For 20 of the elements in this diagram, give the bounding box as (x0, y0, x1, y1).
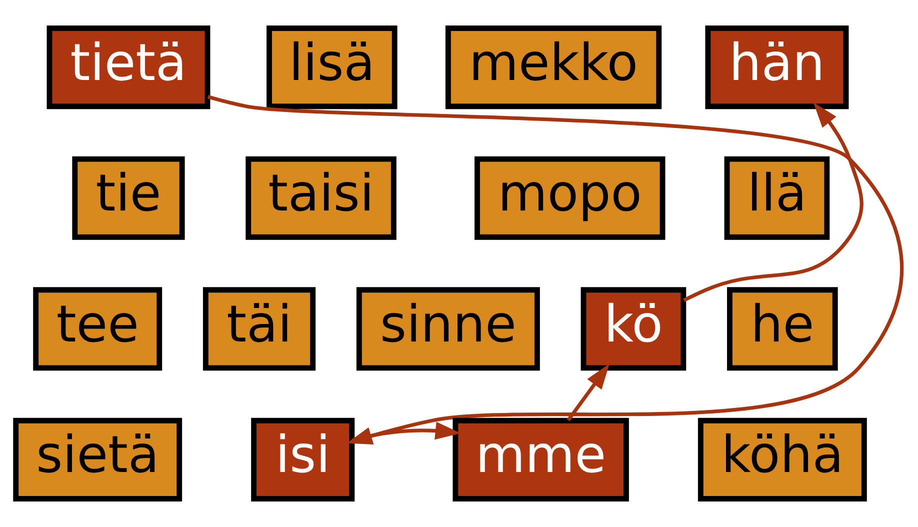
node-box: tee (33, 287, 162, 371)
node-box: mopo (474, 156, 666, 240)
node-box: tie (72, 156, 185, 240)
node-box: täi (202, 287, 316, 371)
node-box: hän (705, 26, 849, 110)
node-box: kö (580, 287, 686, 371)
arrow (352, 422, 461, 442)
node-box: llä (724, 156, 830, 240)
node-box: mekko (445, 26, 662, 110)
arrow (683, 102, 864, 302)
node-box: tietä (46, 26, 210, 110)
node-box: he (727, 287, 838, 371)
node-box: mme (452, 418, 629, 502)
node-box: sietä (13, 418, 182, 502)
node-box: köhä (698, 418, 867, 502)
node-box: taisi (246, 156, 396, 240)
node-box: sinne (356, 287, 540, 371)
node-box: lisä (266, 26, 398, 110)
arrow (566, 364, 610, 422)
node-box: isi (251, 418, 355, 502)
